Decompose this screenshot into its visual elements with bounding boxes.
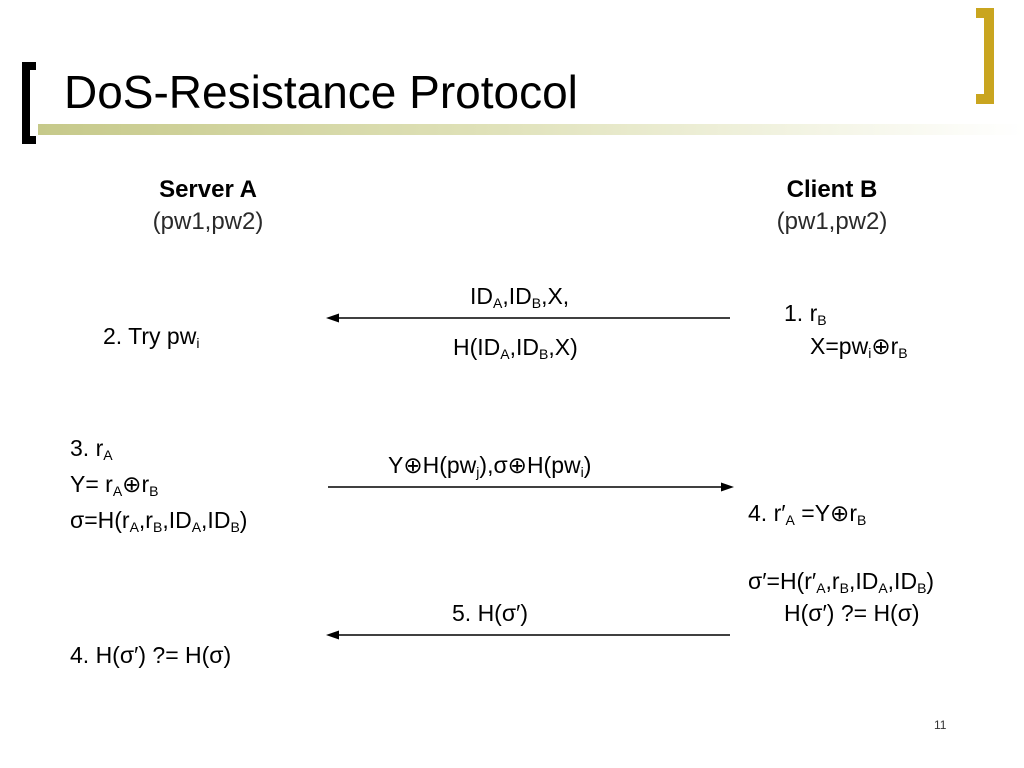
arrow-client-to-server-2: [326, 627, 732, 643]
server-passwords: (pw1,pw2): [152, 208, 264, 235]
message-2: Y⊕H(pwj),σ⊕H(pwi): [388, 452, 592, 480]
client-header: Client B (pw1,pw2): [732, 174, 932, 238]
server-header: Server A (pw1,pw2): [108, 174, 308, 238]
client-step-4-line-2: σ′=H(r′A,rB,IDA,IDB): [748, 568, 935, 596]
client-passwords: (pw1,pw2): [776, 208, 888, 235]
message-1-line-2: H(IDA,IDB,X): [453, 334, 578, 362]
server-step-4: 4. H(σ′) ?= H(σ): [70, 642, 232, 668]
title-underline-rule: [38, 124, 1024, 135]
server-step-2: 2. Try pwi: [103, 323, 200, 351]
server-step-3-line-1: 3. rA: [70, 435, 113, 463]
page-number: 11: [934, 718, 947, 732]
server-name: Server A: [159, 176, 257, 203]
client-step-1-line-2: X=pwi⊕rB: [810, 333, 908, 361]
client-step-4-line-1: 4. r′A =Y⊕rB: [748, 500, 867, 528]
client-step-4-line-3: H(σ′) ?= H(σ): [784, 600, 920, 626]
client-name: Client B: [786, 176, 878, 203]
message-1-line-1: IDA,IDB,X,: [470, 283, 570, 311]
left-bracket-decoration: [22, 62, 36, 144]
arrow-server-to-client: [328, 479, 734, 495]
right-bracket-decoration: [976, 8, 994, 104]
client-step-1-line-1: 1. rB: [784, 300, 827, 328]
server-step-3-line-3: σ=H(rA,rB,IDA,IDB): [70, 507, 248, 535]
message-3: 5. H(σ′): [452, 600, 529, 626]
arrow-client-to-server-1: [326, 310, 732, 326]
server-step-3-line-2: Y= rA⊕rB: [70, 471, 159, 499]
slide-title: DoS-Resistance Protocol: [64, 66, 578, 118]
